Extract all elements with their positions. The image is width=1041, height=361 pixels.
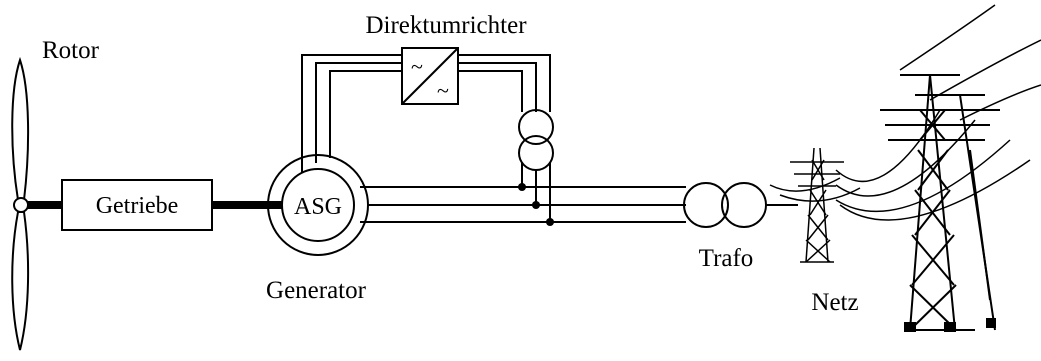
transformer-label: Trafo (699, 245, 754, 272)
rotor-label: Rotor (42, 37, 100, 64)
rotor-hub (13, 197, 29, 213)
converter-transformer (518, 109, 554, 171)
converter-diagonal (401, 47, 459, 105)
converter-symbol-bottom: ~ (437, 78, 449, 103)
converter-connection-lines (301, 54, 551, 172)
large-pylon-footings (904, 318, 996, 332)
gearbox-label: Getriebe (96, 193, 179, 219)
converter: ~ ~ (401, 47, 459, 105)
generator-outer-ring (267, 154, 369, 256)
main-bus-lines (360, 186, 686, 223)
power-cables (769, 4, 1041, 221)
generator-inner-ring (281, 168, 355, 242)
grid-label: Netz (811, 289, 858, 316)
generator-label: Generator (266, 277, 367, 304)
small-pylon (790, 147, 844, 263)
grid-transformer (683, 182, 767, 228)
converter-transformer-legs (521, 162, 551, 222)
large-pylon (880, 74, 1000, 331)
rotor-blade-bottom (11, 211, 30, 351)
gearbox-box (61, 179, 213, 231)
rotor (11, 56, 30, 351)
converter-symbol-top: ~ (411, 54, 423, 79)
generator (267, 154, 369, 256)
converter-label: Direktumrichter (365, 12, 527, 39)
rotor-blade-top (11, 56, 30, 201)
generator-core-label: ASG (294, 194, 342, 220)
